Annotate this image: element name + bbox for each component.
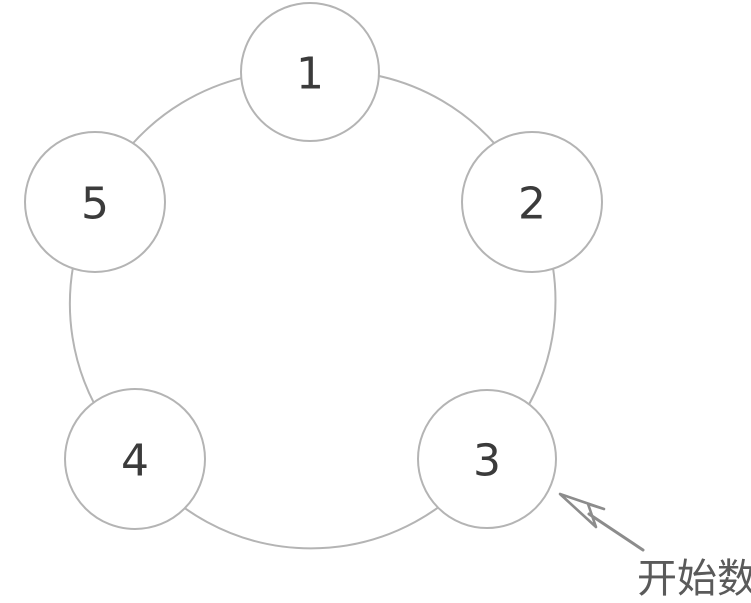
- node-2-label: 2: [518, 179, 546, 230]
- node-4-circle[interactable]: [64, 388, 206, 530]
- node-5-label: 5: [81, 179, 109, 230]
- node-4-label: 4: [121, 436, 149, 487]
- node-1[interactable]: 1: [240, 2, 380, 142]
- node-1-circle[interactable]: [240, 2, 380, 142]
- node-1-label: 1: [296, 49, 324, 100]
- node-5-circle[interactable]: [24, 131, 166, 273]
- node-2-circle[interactable]: [461, 131, 603, 273]
- node-4[interactable]: 4: [64, 388, 206, 530]
- start-arrow-shaft: [587, 512, 645, 552]
- node-5[interactable]: 5: [24, 131, 166, 273]
- node-3-label: 3: [473, 436, 501, 487]
- start-annotation-label: 开始数: [637, 556, 751, 602]
- node-2[interactable]: 2: [461, 131, 603, 273]
- start-annotation: 开始数: [558, 492, 751, 602]
- start-arrow-head-icon: [558, 492, 606, 529]
- node-3-circle[interactable]: [417, 389, 557, 529]
- node-3[interactable]: 3: [417, 389, 557, 529]
